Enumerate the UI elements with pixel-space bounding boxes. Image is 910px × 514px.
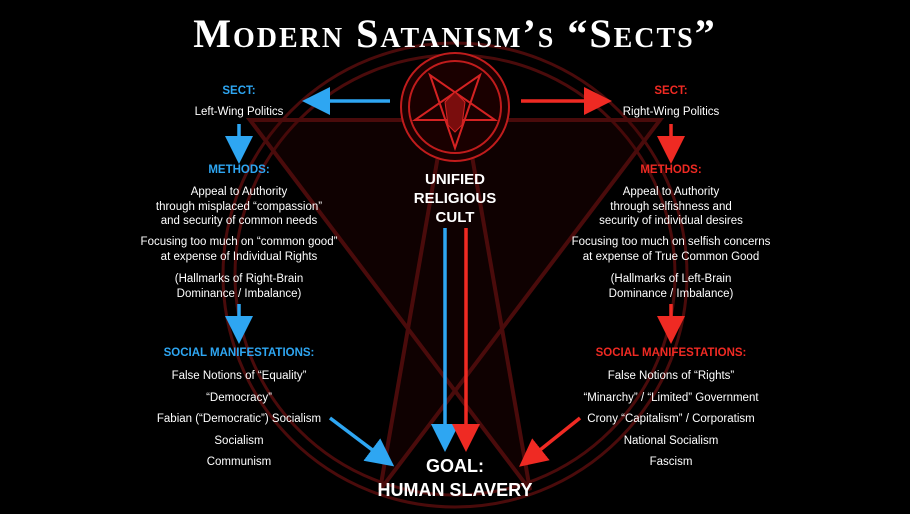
pentagram-emblem-icon: [400, 52, 510, 162]
text-line: Appeal to Authority: [190, 186, 288, 198]
unified-cult-label: UNIFIED RELIGIOUS CULT: [385, 170, 525, 227]
list-item: Fascism: [649, 456, 693, 468]
text-line: security of individual desires: [599, 215, 743, 227]
left-methods-heading: METHODS:: [208, 164, 270, 176]
list-item: Communism: [206, 456, 272, 468]
right-sect-heading: SECT:: [654, 85, 688, 97]
list-item: Crony “Capitalism” / Corporatism: [587, 413, 755, 425]
list-item: Fabian (“Democratic”) Socialism: [156, 413, 322, 425]
left-methods-block-2: Focusing too much on “common good” at ex…: [109, 235, 369, 264]
cult-line: UNIFIED: [425, 171, 485, 188]
text-line: Dominance / Imbalance): [608, 287, 734, 300]
text-line: (Hallmarks of Right-Brain: [174, 273, 304, 285]
left-social-list: False Notions of “Equality” “Democracy” …: [109, 366, 369, 474]
text-line: Focusing too much on selfish concerns: [571, 236, 771, 248]
list-item: “Democracy”: [206, 391, 272, 404]
list-item: False Notions of “Equality”: [171, 370, 307, 382]
left-sect-heading: SECT:: [222, 85, 256, 97]
cult-line: CULT: [435, 209, 475, 226]
right-social-heading: SOCIAL MANIFESTATIONS:: [595, 347, 747, 359]
right-sect-value: Right-Wing Politics: [622, 106, 720, 118]
left-methods-block-3: (Hallmarks of Right-Brain Dominance / Im…: [109, 272, 369, 301]
goal-label: GOAL: HUMAN SLAVERY: [335, 454, 575, 502]
text-line: (Hallmarks of Left-Brain: [610, 273, 732, 285]
left-sect-value: Left-Wing Politics: [194, 106, 284, 118]
right-methods-block-2: Focusing too much on selfish concerns at…: [541, 235, 801, 264]
right-methods-block-1: Appeal to Authority through selfishness …: [541, 185, 801, 229]
goal-line: GOAL:: [426, 456, 484, 476]
right-methods-block-3: (Hallmarks of Left-Brain Dominance / Imb…: [541, 272, 801, 301]
arrow-right-social-to-goal: [519, 416, 582, 467]
text-line: at expense of Individual Rights: [160, 250, 318, 263]
right-social-list: False Notions of “Rights” “Minarchy” / “…: [541, 366, 801, 474]
goal-line: HUMAN SLAVERY: [377, 480, 533, 500]
cult-line: RELIGIOUS: [413, 190, 497, 207]
list-item: Socialism: [214, 434, 264, 447]
text-line: Dominance / Imbalance): [176, 287, 302, 300]
text-line: at expense of True Common Good: [582, 250, 760, 263]
list-item: False Notions of “Rights”: [607, 370, 735, 382]
text-line: through selfishness and: [610, 200, 732, 213]
left-social-heading: SOCIAL MANIFESTATIONS:: [163, 347, 315, 359]
arrow-left-social-to-goal: [328, 416, 395, 467]
text-line: Focusing too much on “common good”: [140, 236, 338, 248]
page-title: Modern Satanism’s “Sects”: [193, 11, 717, 56]
left-methods-block-1: Appeal to Authority through misplaced “c…: [109, 185, 369, 229]
text-line: Appeal to Authority: [622, 186, 720, 198]
text-line: and security of common needs: [160, 215, 318, 227]
list-item: National Socialism: [623, 434, 719, 447]
list-item: “Minarchy” / “Limited” Government: [583, 391, 759, 404]
text-line: through misplaced “compassion”: [155, 200, 323, 213]
right-methods-heading: METHODS:: [640, 164, 702, 176]
